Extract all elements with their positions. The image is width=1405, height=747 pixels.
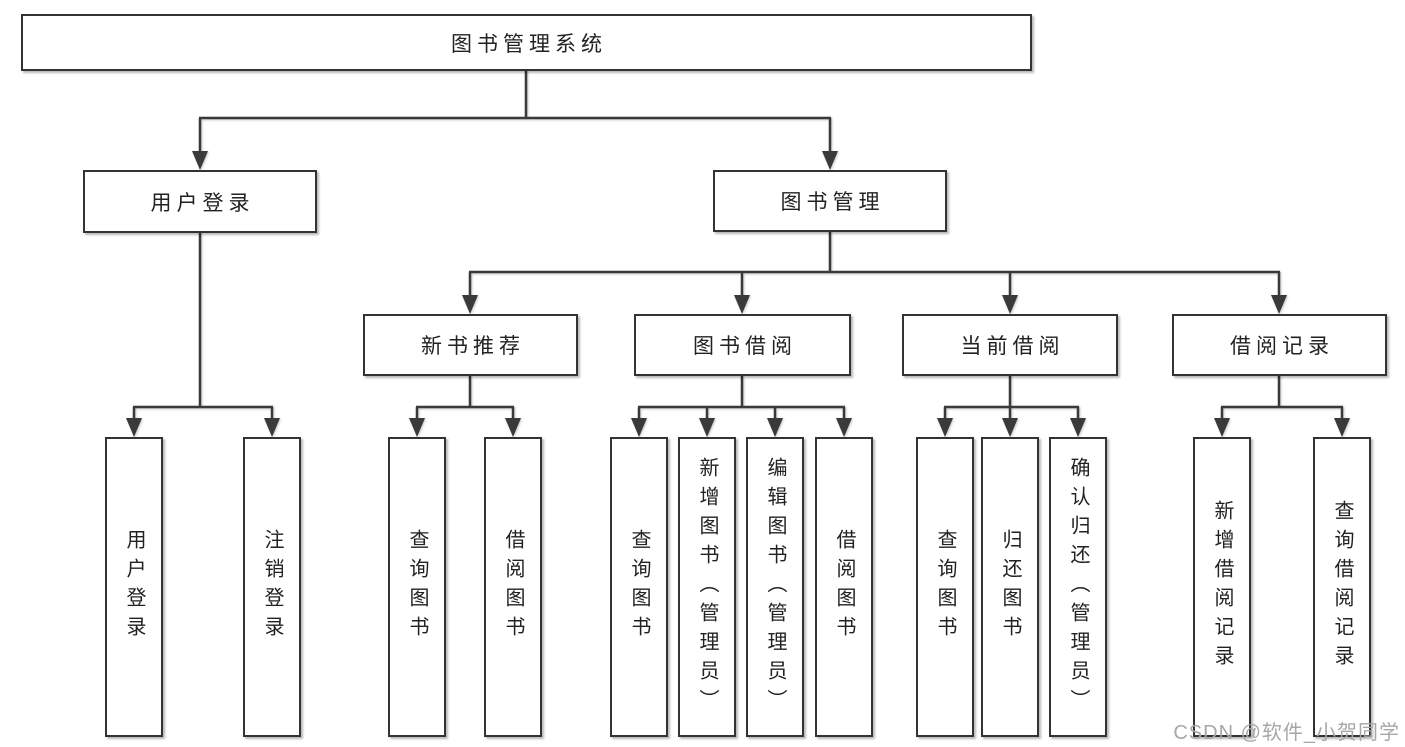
leaf-confirm-return-admin: 确认归还（管理员） — [1049, 437, 1107, 737]
connector-new-book-recommend — [415, 376, 515, 422]
node-label: 查询图书 — [628, 529, 650, 645]
node-library-system: 图书管理系统 — [21, 14, 1032, 71]
arrow-down-icon — [699, 418, 715, 437]
node-new-book-recommend: 新书推荐 — [363, 314, 578, 376]
leaf-logout: 注销登录 — [243, 437, 301, 737]
arrow-down-icon — [631, 418, 647, 437]
arrow-down-icon — [836, 418, 852, 437]
arrow-down-icon — [937, 418, 953, 437]
leaf-query-book-recommend: 查询图书 — [388, 437, 446, 737]
node-label: 图书管理 — [780, 191, 885, 214]
arrow-down-icon — [734, 295, 750, 314]
arrow-down-icon — [767, 418, 783, 437]
connector-user-login — [132, 233, 274, 422]
node-label: 新增借阅记录 — [1211, 500, 1233, 674]
node-label: 查询图书 — [934, 529, 956, 645]
arrow-down-icon — [1002, 418, 1018, 437]
connector-current-borrow — [943, 376, 1080, 422]
arrow-down-icon — [126, 418, 142, 437]
node-label: 用户登录 — [150, 191, 255, 215]
csdn-watermark: CSDN @软件_小贺同学 — [1173, 722, 1400, 744]
leaf-query-book-current: 查询图书 — [916, 437, 974, 737]
node-book-management: 图书管理 — [713, 170, 947, 232]
leaf-query-borrow-record: 查询借阅记录 — [1313, 437, 1371, 737]
arrow-down-icon — [264, 418, 280, 437]
node-current-borrow: 当前借阅 — [902, 314, 1118, 376]
leaf-query-book-borrow: 查询图书 — [610, 437, 668, 737]
node-label: 注销登录 — [261, 529, 283, 645]
connector-book-management — [468, 232, 1281, 299]
arrow-down-icon — [1214, 418, 1230, 437]
node-label: 借阅记录 — [1230, 335, 1334, 358]
leaf-add-borrow-record: 新增借阅记录 — [1193, 437, 1251, 737]
arrow-down-icon — [409, 418, 425, 437]
node-label: 当前借阅 — [960, 335, 1065, 358]
node-label: 图书借阅 — [693, 335, 797, 358]
arrow-down-icon — [505, 418, 521, 437]
node-label: 借阅图书 — [833, 529, 855, 645]
leaf-add-book-admin: 新增图书（管理员） — [678, 437, 736, 737]
node-label: 用户登录 — [123, 529, 145, 645]
node-label: 归还图书 — [999, 529, 1021, 645]
leaf-borrow-book-recommend: 借阅图书 — [484, 437, 542, 737]
connector-borrow-record — [1220, 376, 1344, 422]
node-label: 确认归还（管理员） — [1067, 456, 1089, 718]
node-label: 新增图书（管理员） — [696, 456, 718, 718]
leaf-user-login: 用户登录 — [105, 437, 163, 737]
node-label: 查询借阅记录 — [1331, 500, 1353, 674]
node-label: 查询图书 — [406, 529, 428, 645]
node-label: 新书推荐 — [421, 335, 525, 358]
arrow-down-icon — [1271, 295, 1287, 314]
arrow-down-icon — [1070, 418, 1086, 437]
arrow-down-icon — [1334, 418, 1350, 437]
node-label: 借阅图书 — [502, 529, 524, 645]
arrowheads — [126, 151, 1350, 437]
leaf-borrow-book: 借阅图书 — [815, 437, 873, 737]
arrow-down-icon — [822, 151, 838, 170]
node-borrow-record: 借阅记录 — [1172, 314, 1387, 376]
arrow-down-icon — [1002, 295, 1018, 314]
node-book-borrow: 图书借阅 — [634, 314, 851, 376]
arrow-down-icon — [192, 151, 208, 170]
leaf-edit-book-admin: 编辑图书（管理员） — [746, 437, 804, 737]
node-label: 编辑图书（管理员） — [764, 456, 786, 718]
node-label: 图书管理系统 — [451, 32, 607, 56]
arrow-down-icon — [462, 295, 478, 314]
connector-book-borrow — [637, 376, 846, 422]
connector-root-trunk — [198, 71, 832, 155]
node-user-login: 用户登录 — [83, 170, 317, 233]
leaf-return-book: 归还图书 — [981, 437, 1039, 737]
